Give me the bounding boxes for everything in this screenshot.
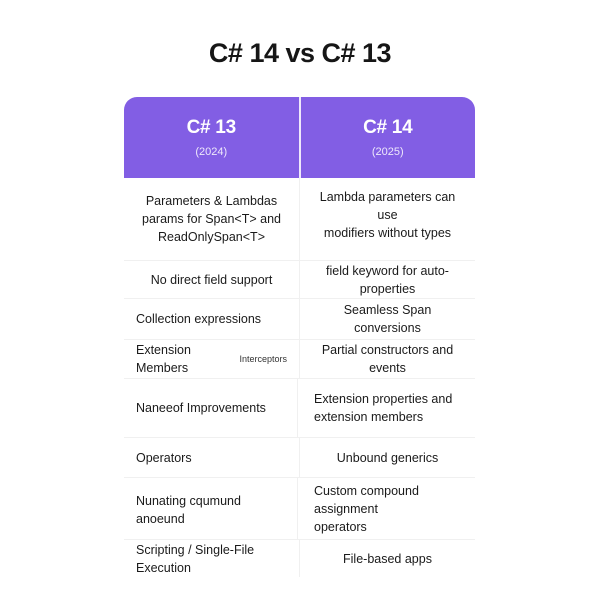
cell-csharp14: field keyword for auto-properties: [300, 261, 475, 298]
cell-csharp14: Extension properties and extension membe…: [298, 379, 475, 437]
cell-text: Custom compound assignment: [314, 483, 419, 516]
cell-csharp14: Seamless Span conversions: [300, 299, 475, 339]
cell-csharp13: Scripting / Single-File Execution: [124, 540, 300, 577]
cell-csharp13: Parameters & Lambdas params for Span<T> …: [124, 178, 300, 260]
cell-text: Seamless Span conversions: [343, 303, 432, 335]
cell-text: Extension Members: [136, 343, 191, 375]
header-version-year: (2024): [195, 146, 228, 158]
cell-text: Scripting / Single-File Execution: [136, 542, 255, 575]
header-version-name: C# 13: [186, 117, 237, 138]
cell-text: Partial constructors and events: [321, 343, 454, 375]
cell-text: Parameters & Lambdas: [145, 194, 278, 208]
cell-text: No direct field support: [150, 272, 273, 287]
cell-text: Nunating cqumund anoeund: [136, 494, 241, 526]
cell-aside-text: Interceptors: [239, 354, 287, 364]
page-title: C# 14 vs C# 13: [208, 38, 392, 68]
cell-text: Lambda parameters can use: [319, 190, 456, 222]
cell-csharp13: Nunating cqumund anoeund: [124, 478, 298, 539]
cell-csharp14: Custom compound assignment operators: [298, 478, 475, 539]
cell-text: operators: [314, 519, 367, 534]
cell-text: params for Span<T> and: [142, 212, 281, 226]
table-row: No direct field support field keyword fo…: [124, 261, 475, 299]
cell-csharp13: No direct field support: [124, 261, 300, 298]
table-row: Extension Members Interceptors Partial c…: [124, 340, 475, 379]
cell-csharp14: Partial constructors and events: [300, 340, 475, 378]
cell-csharp14: Unbound generics: [300, 438, 475, 477]
table-row: Parameters & Lambdas params for Span<T> …: [124, 178, 475, 261]
cell-csharp14: File-based apps: [300, 540, 475, 577]
header-version-year: (2025): [371, 146, 404, 158]
cell-text: extension members: [314, 410, 424, 424]
cell-text: Operators: [136, 450, 192, 465]
table-row: Operators Unbound generics: [124, 438, 475, 478]
cell-csharp14: Lambda parameters can use modifiers with…: [300, 178, 475, 260]
cell-text: Naneeof Improvements: [136, 401, 266, 415]
cell-text: ReadOnlySpan<T>: [157, 230, 265, 244]
comparison-table: C# 13 (2024) C# 14 (2025) Parameters & L…: [124, 97, 475, 577]
header-csharp13: C# 13 (2024): [124, 97, 301, 178]
table-row: Collection expressions Seamless Span con…: [124, 299, 475, 340]
cell-text: Unbound generics: [336, 450, 439, 465]
cell-text: File-based apps: [343, 551, 432, 566]
cell-text: field keyword for auto-properties: [326, 263, 449, 296]
header-csharp14: C# 14 (2025): [301, 97, 476, 178]
cell-csharp13: Naneeof Improvements: [124, 379, 298, 437]
cell-text: Extension properties and: [314, 392, 453, 406]
cell-csharp13: Operators: [124, 438, 300, 477]
cell-text: modifiers without types: [323, 226, 452, 240]
cell-csharp13: Collection expressions: [124, 299, 300, 339]
table-row: Nunating cqumund anoeund Custom compound…: [124, 478, 475, 540]
cell-text: Collection expressions: [136, 312, 262, 326]
cell-csharp13: Extension Members Interceptors: [124, 340, 300, 378]
header-version-name: C# 14: [363, 117, 413, 138]
table-header: C# 13 (2024) C# 14 (2025): [124, 97, 475, 178]
table-row: Scripting / Single-File Execution File-b…: [124, 540, 475, 577]
table-row: Naneeof Improvements Extension propertie…: [124, 379, 475, 438]
